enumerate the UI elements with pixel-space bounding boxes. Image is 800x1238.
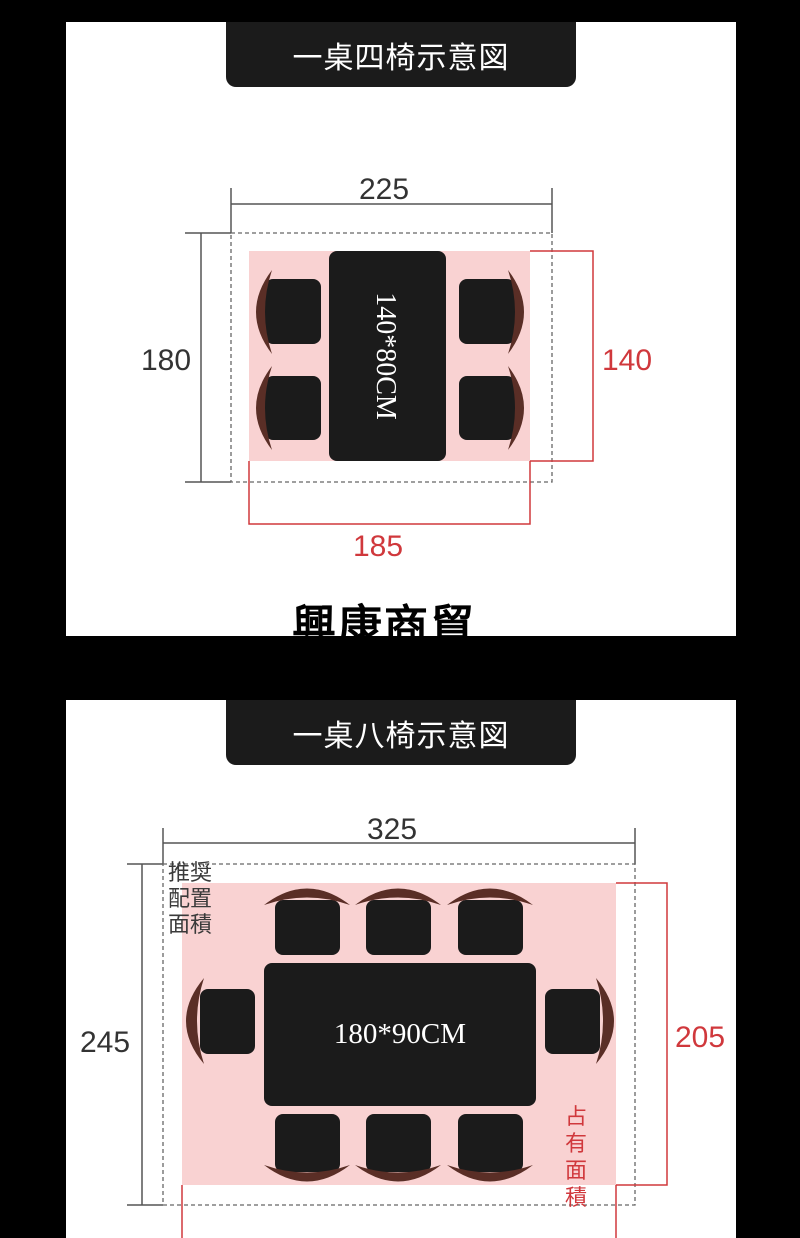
recommended-area-label: 推奨 配置 面積 [168, 861, 212, 938]
svg-text:推奨: 推奨 [168, 861, 212, 886]
occupied-area-label: 占 有 面 積 [565, 1105, 587, 1211]
depth-dimension [185, 232, 231, 483]
eight-seat-title: 一桌八椅示意図 [226, 700, 576, 765]
chair [355, 888, 441, 955]
chair [355, 1114, 441, 1182]
table-size-label: 140*80CM [370, 292, 401, 420]
chair [186, 978, 255, 1064]
eight-seat-panel: 一桌八椅示意図 325 245 205 180*90CM [66, 700, 736, 1238]
four-seat-panel: 一桌四椅示意図 225 180 140 185 140*80CM [66, 22, 736, 652]
four-seat-title: 一桌四椅示意図 [226, 22, 576, 87]
chair [264, 888, 350, 955]
width-value: 225 [359, 173, 409, 206]
chair [459, 270, 524, 354]
brand-watermark: 興康商貿 [292, 601, 476, 652]
svg-text:面積: 面積 [168, 913, 212, 938]
chair [256, 366, 321, 450]
svg-text:有: 有 [565, 1132, 587, 1157]
chair [256, 270, 321, 354]
occupied-depth-value: 205 [675, 1021, 725, 1054]
recommended-area [230, 232, 553, 483]
width-dimension [162, 828, 636, 864]
table [329, 251, 446, 461]
chair [545, 978, 614, 1064]
chair [459, 366, 524, 450]
svg-text:積: 積 [565, 1186, 587, 1211]
chair [447, 888, 533, 955]
occupied-dimensions [248, 250, 594, 525]
depth-dimension [127, 863, 163, 1206]
table-size-label: 180*90CM [334, 1018, 466, 1050]
depth-value: 180 [141, 344, 191, 377]
table [264, 963, 536, 1106]
eight-seat-diagram: 325 245 205 180*90CM 推奨 配置 面 [80, 813, 725, 1238]
svg-text:面: 面 [565, 1159, 587, 1184]
occupied-depth-value: 140 [602, 344, 652, 377]
svg-text:占: 占 [565, 1105, 587, 1130]
occupied-dimensions [181, 882, 668, 1238]
chair [264, 1114, 350, 1182]
width-dimension [230, 188, 553, 233]
four-seat-diagram: 225 180 140 185 140*80CM [141, 173, 652, 563]
chair [447, 1114, 533, 1182]
svg-text:配置: 配置 [168, 887, 212, 912]
depth-value: 245 [80, 1026, 130, 1059]
width-value: 325 [367, 813, 417, 846]
occupied-width-value: 185 [353, 530, 403, 563]
